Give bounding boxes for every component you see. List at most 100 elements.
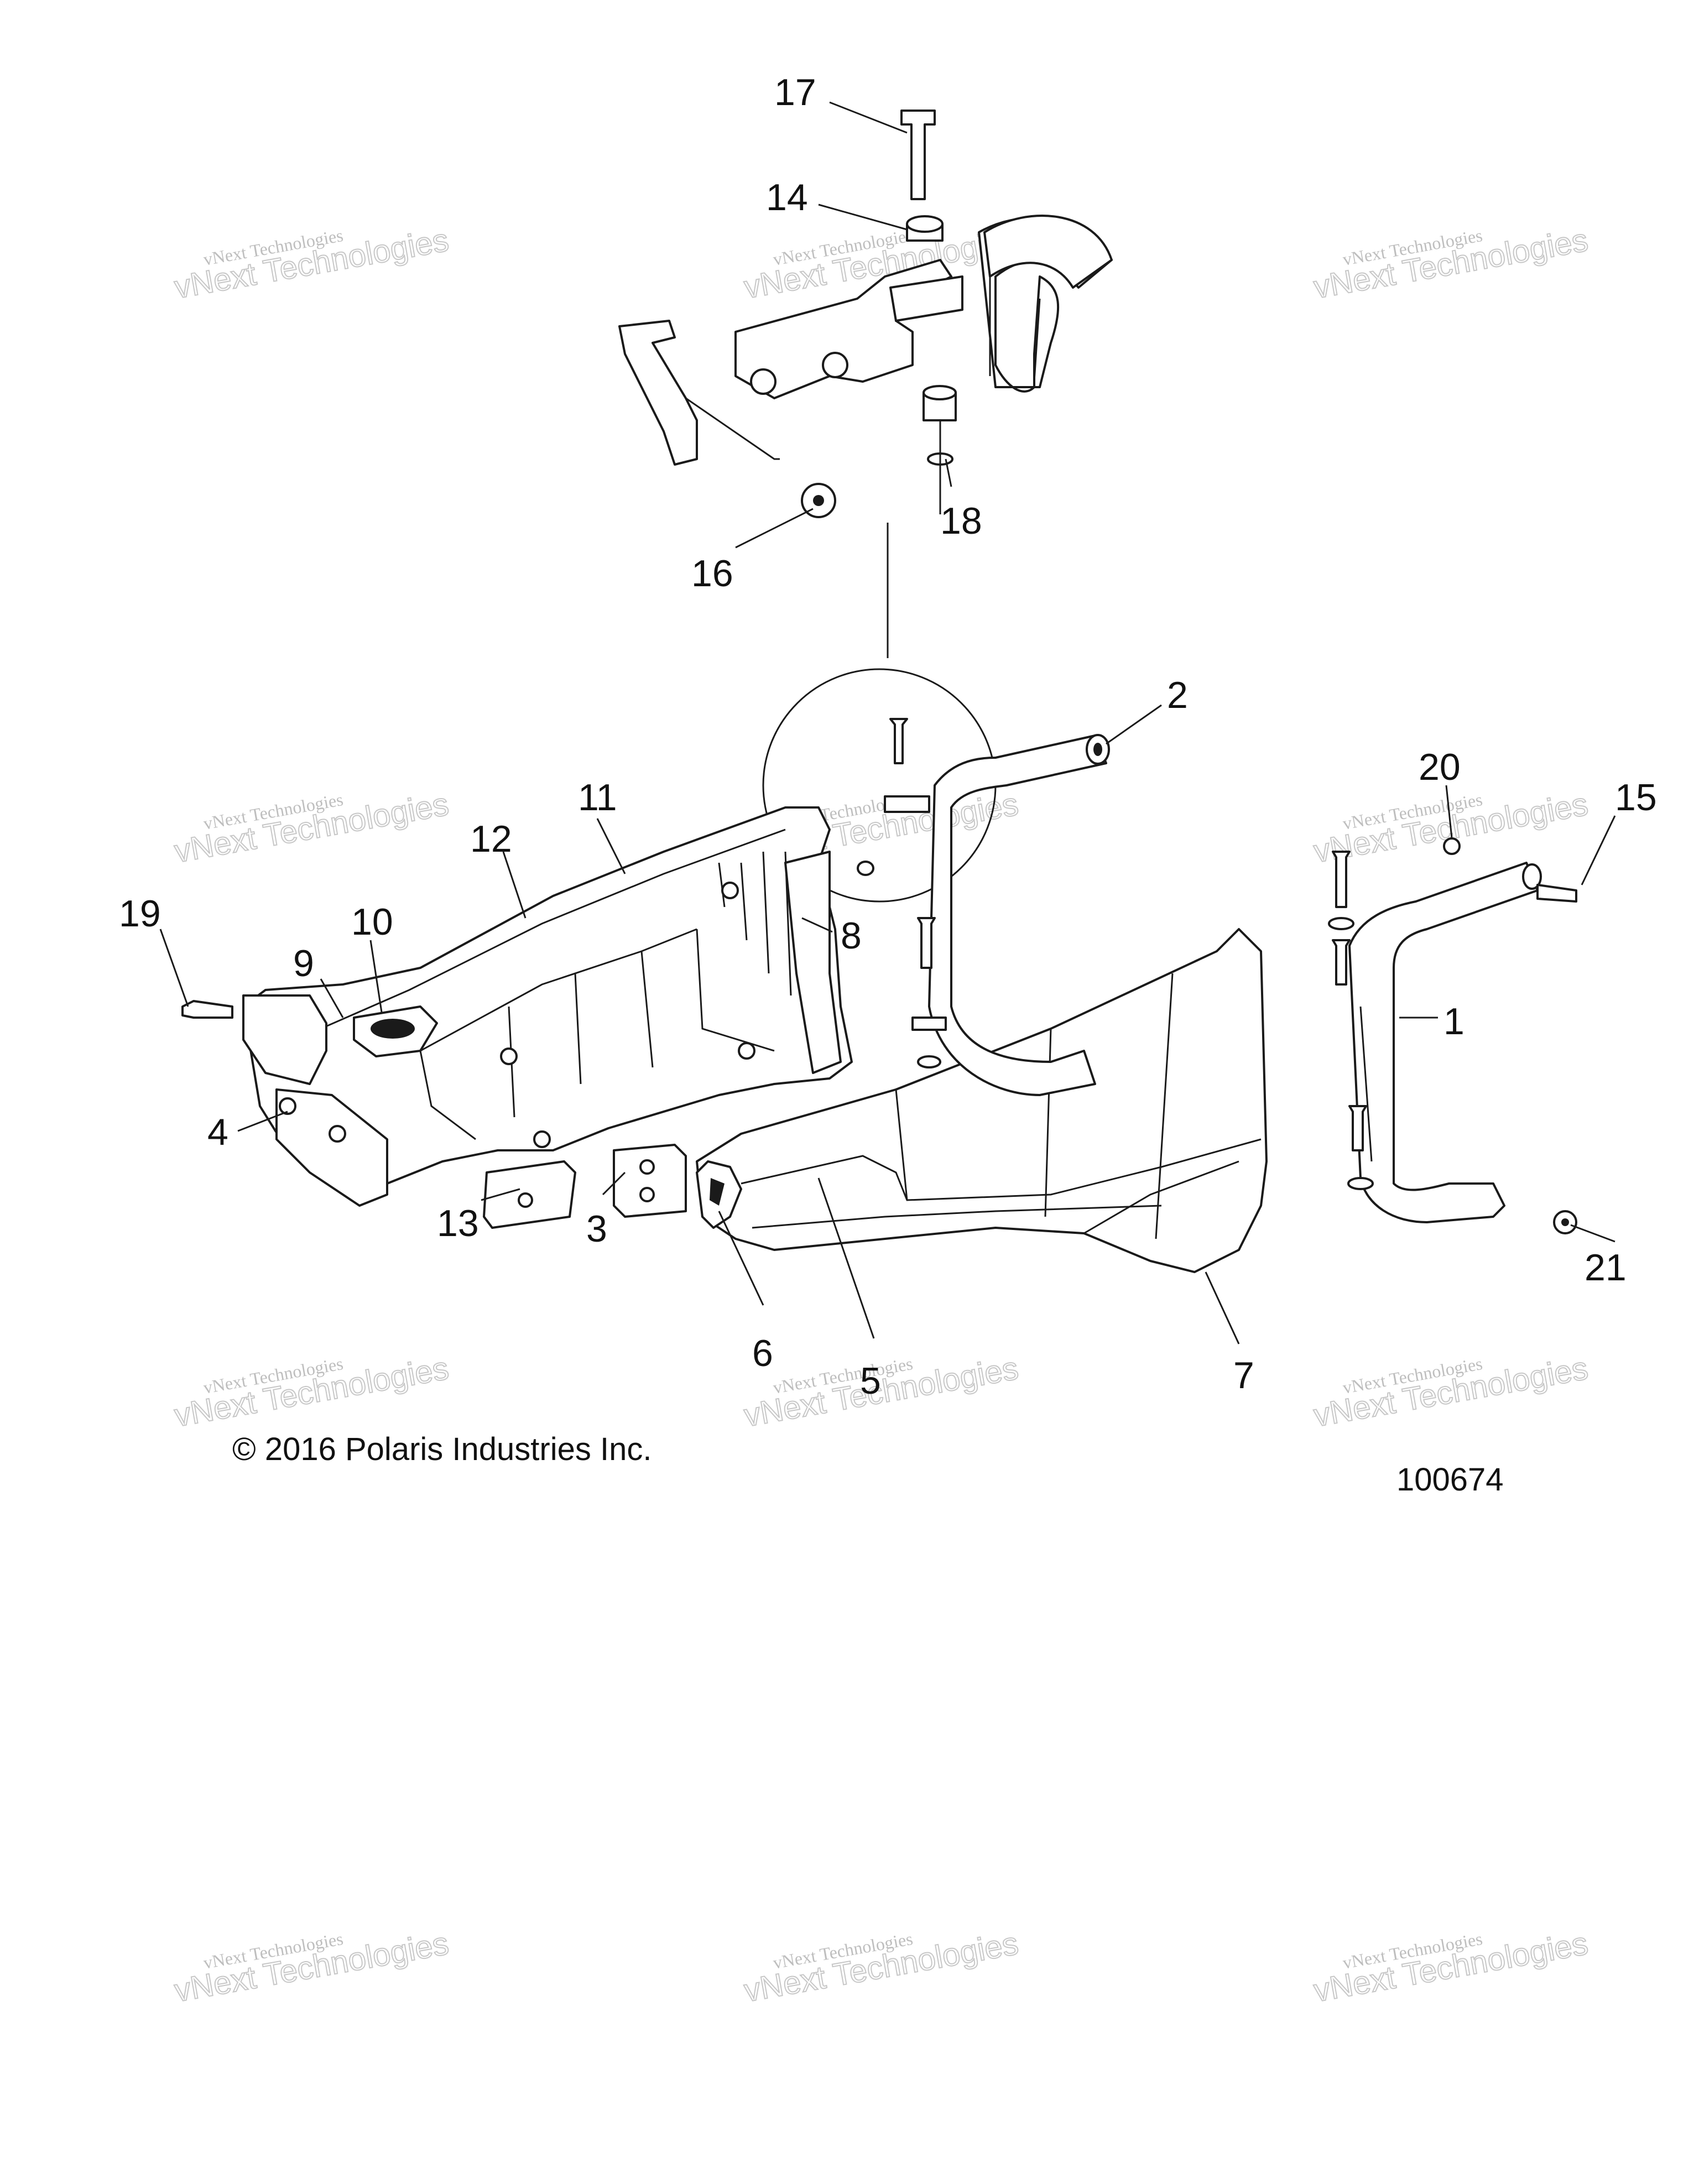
bracket-hole bbox=[329, 1125, 346, 1143]
watermark: vNext Technologies vNext Technologies bbox=[171, 785, 452, 870]
bolt-15 bbox=[1536, 884, 1577, 903]
leader-9 bbox=[320, 978, 344, 1018]
detail-bracket-hole bbox=[822, 352, 848, 378]
leader-11 bbox=[596, 818, 626, 874]
tube-1 bbox=[1348, 862, 1539, 1223]
watermark: vNext Technologies vNext Technologies bbox=[171, 1925, 452, 2009]
pad-hole bbox=[518, 1192, 533, 1208]
tube-1-washer bbox=[1328, 917, 1354, 930]
door-frame bbox=[242, 806, 853, 1185]
frame-hole bbox=[500, 1047, 518, 1065]
frame-hole bbox=[738, 1042, 755, 1060]
tube-1-end bbox=[1522, 863, 1542, 890]
callout-4: 4 bbox=[207, 1111, 228, 1153]
latch-opening bbox=[371, 1019, 415, 1039]
callout-10: 10 bbox=[351, 901, 393, 943]
lower-bolt bbox=[917, 917, 936, 969]
callouts: 17 14 16 18 2 20 15 11 12 8 19 10 9 1 4 … bbox=[119, 71, 1657, 1402]
tube-1-bolt-top bbox=[1332, 851, 1351, 908]
hinge-plate bbox=[242, 994, 327, 1085]
leader-17 bbox=[829, 101, 908, 134]
bushing-top bbox=[923, 385, 957, 400]
tube-end-hole bbox=[1093, 743, 1102, 756]
watermark: vNext Technologies vNext Technologies bbox=[1311, 1925, 1592, 2009]
nut-21-hole bbox=[1561, 1218, 1569, 1226]
leader-6 bbox=[718, 1211, 764, 1306]
tube-1-bolt-mid bbox=[1332, 939, 1351, 986]
bolt-20 bbox=[1443, 837, 1461, 855]
callout-11: 11 bbox=[578, 776, 617, 819]
callout-21: 21 bbox=[1585, 1247, 1627, 1289]
callout-9: 9 bbox=[293, 942, 314, 984]
circle-bracket bbox=[884, 795, 930, 813]
leader-15 bbox=[1581, 815, 1616, 885]
leader-5 bbox=[817, 1177, 875, 1339]
main-assembly bbox=[181, 668, 1577, 1273]
detail-tube-upper bbox=[983, 215, 1113, 289]
leader-16 bbox=[735, 508, 814, 549]
bolt-19 bbox=[181, 1000, 233, 1019]
circle-nut bbox=[857, 861, 874, 876]
leader-lines bbox=[159, 101, 1616, 1344]
callout-2: 2 bbox=[1167, 674, 1188, 716]
watermark: vNext Technologies vNext Technologies bbox=[171, 221, 452, 306]
handle-recess bbox=[710, 1178, 725, 1206]
callout-19: 19 bbox=[119, 893, 161, 935]
tube-1-washer bbox=[1347, 1177, 1374, 1190]
lower-nut bbox=[917, 1055, 941, 1068]
callout-3: 3 bbox=[586, 1208, 607, 1250]
detail-inset bbox=[618, 110, 1113, 658]
leader-18 bbox=[945, 458, 952, 487]
lower-bracket bbox=[911, 1017, 947, 1031]
leader-21 bbox=[1570, 1224, 1615, 1243]
tube-2 bbox=[928, 734, 1107, 1096]
callout-15: 15 bbox=[1615, 776, 1657, 819]
leader-12 bbox=[502, 851, 527, 919]
diagram-number: 100674 bbox=[1396, 1462, 1504, 1498]
leader-14 bbox=[818, 204, 908, 231]
callout-1: 1 bbox=[1443, 1000, 1465, 1043]
leader-10 bbox=[369, 940, 383, 1013]
callout-20: 20 bbox=[1419, 746, 1461, 788]
leader-19 bbox=[159, 929, 189, 1007]
leader-7 bbox=[1205, 1271, 1240, 1344]
copyright-text: © 2016 Polaris Industries Inc. bbox=[232, 1431, 652, 1467]
tube-1-bolt-bottom bbox=[1348, 1105, 1367, 1151]
bolt-socket bbox=[813, 495, 824, 506]
bracket-4 bbox=[275, 1088, 388, 1207]
callout-13: 13 bbox=[437, 1202, 479, 1244]
detail-bracket-hole bbox=[750, 368, 776, 395]
leader-2 bbox=[1106, 704, 1162, 745]
callout-5: 5 bbox=[860, 1360, 881, 1402]
pin bbox=[900, 110, 936, 200]
leader-20 bbox=[1445, 785, 1453, 838]
leader-4 bbox=[237, 1111, 288, 1132]
callout-16: 16 bbox=[691, 552, 733, 595]
detail-hinge bbox=[889, 275, 963, 322]
frame-hole bbox=[721, 882, 739, 899]
callout-12: 12 bbox=[470, 818, 512, 860]
frame-hole bbox=[533, 1130, 551, 1148]
block-hole bbox=[639, 1187, 655, 1202]
callout-17: 17 bbox=[774, 71, 816, 113]
leader-8 bbox=[801, 917, 833, 933]
circle-bolt bbox=[889, 718, 908, 764]
block-hole bbox=[639, 1159, 655, 1175]
callout-14: 14 bbox=[766, 176, 808, 218]
callout-6: 6 bbox=[752, 1332, 773, 1374]
watermark: vNext Technologies vNext Technologies bbox=[741, 1925, 1022, 2009]
watermark: vNext Technologies vNext Technologies bbox=[1311, 221, 1592, 306]
strut-panel bbox=[784, 851, 842, 1074]
detail-clip bbox=[618, 320, 698, 466]
leader-13 bbox=[481, 1188, 520, 1201]
block-3 bbox=[613, 1144, 687, 1218]
callout-18: 18 bbox=[940, 500, 982, 542]
callout-7: 7 bbox=[1233, 1354, 1254, 1396]
leader-3 bbox=[602, 1171, 626, 1196]
bracket-hole bbox=[279, 1097, 296, 1115]
callout-8: 8 bbox=[841, 915, 862, 957]
washer-top bbox=[906, 215, 944, 233]
watermark: vNext Technologies vNext Technologies bbox=[171, 1349, 452, 1434]
watermark: vNext Technologies vNext Technologies bbox=[1311, 1349, 1592, 1434]
